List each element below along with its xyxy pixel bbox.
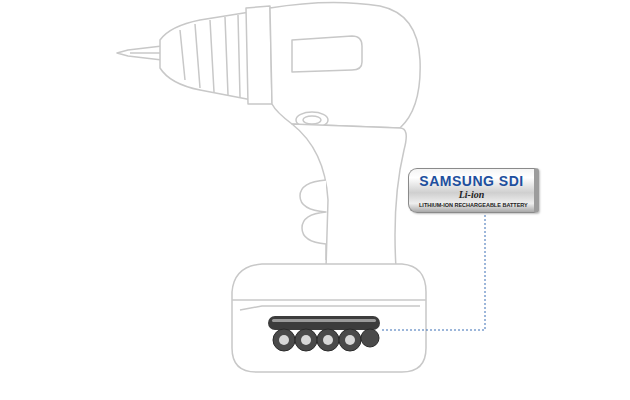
drill-handle — [292, 124, 406, 268]
battery-cell-end — [317, 329, 339, 351]
type-label: LITHIUM-ION RECHARGEABLE BATTERY — [419, 202, 524, 208]
battery-cells — [268, 316, 380, 351]
battery-cell-end — [273, 329, 295, 351]
battery-cell-row — [268, 316, 380, 330]
battery-pack-band — [240, 306, 420, 310]
battery-cell-highlight — [272, 319, 376, 322]
battery-cell-cap — [345, 335, 355, 345]
housing-vent — [292, 36, 362, 72]
battery-cell-end — [295, 329, 317, 351]
battery-cell: SAMSUNG SDILi-ionLITHIUM-ION RECHARGEABL… — [408, 168, 539, 213]
drill-trigger — [300, 180, 326, 260]
drill-bit — [117, 46, 162, 60]
housing-button-inner — [303, 116, 321, 124]
product-label: Li-ion — [419, 189, 524, 201]
chuck-ring — [246, 6, 272, 104]
battery-cell-cap — [301, 335, 311, 345]
battery-cell-cap — [279, 335, 289, 345]
chuck-ridges — [180, 15, 240, 97]
battery-cell-cap — [323, 335, 333, 345]
drill-bit-flute — [130, 52, 160, 54]
leader-line — [382, 215, 485, 330]
brand-label: SAMSUNG SDI — [419, 173, 524, 189]
battery-pack — [232, 264, 426, 372]
drill-chuck — [160, 12, 252, 100]
battery-pack-seam — [232, 299, 426, 301]
battery-cell-end — [339, 329, 361, 351]
drill-housing — [270, 2, 420, 128]
battery-cell-end — [361, 329, 379, 347]
